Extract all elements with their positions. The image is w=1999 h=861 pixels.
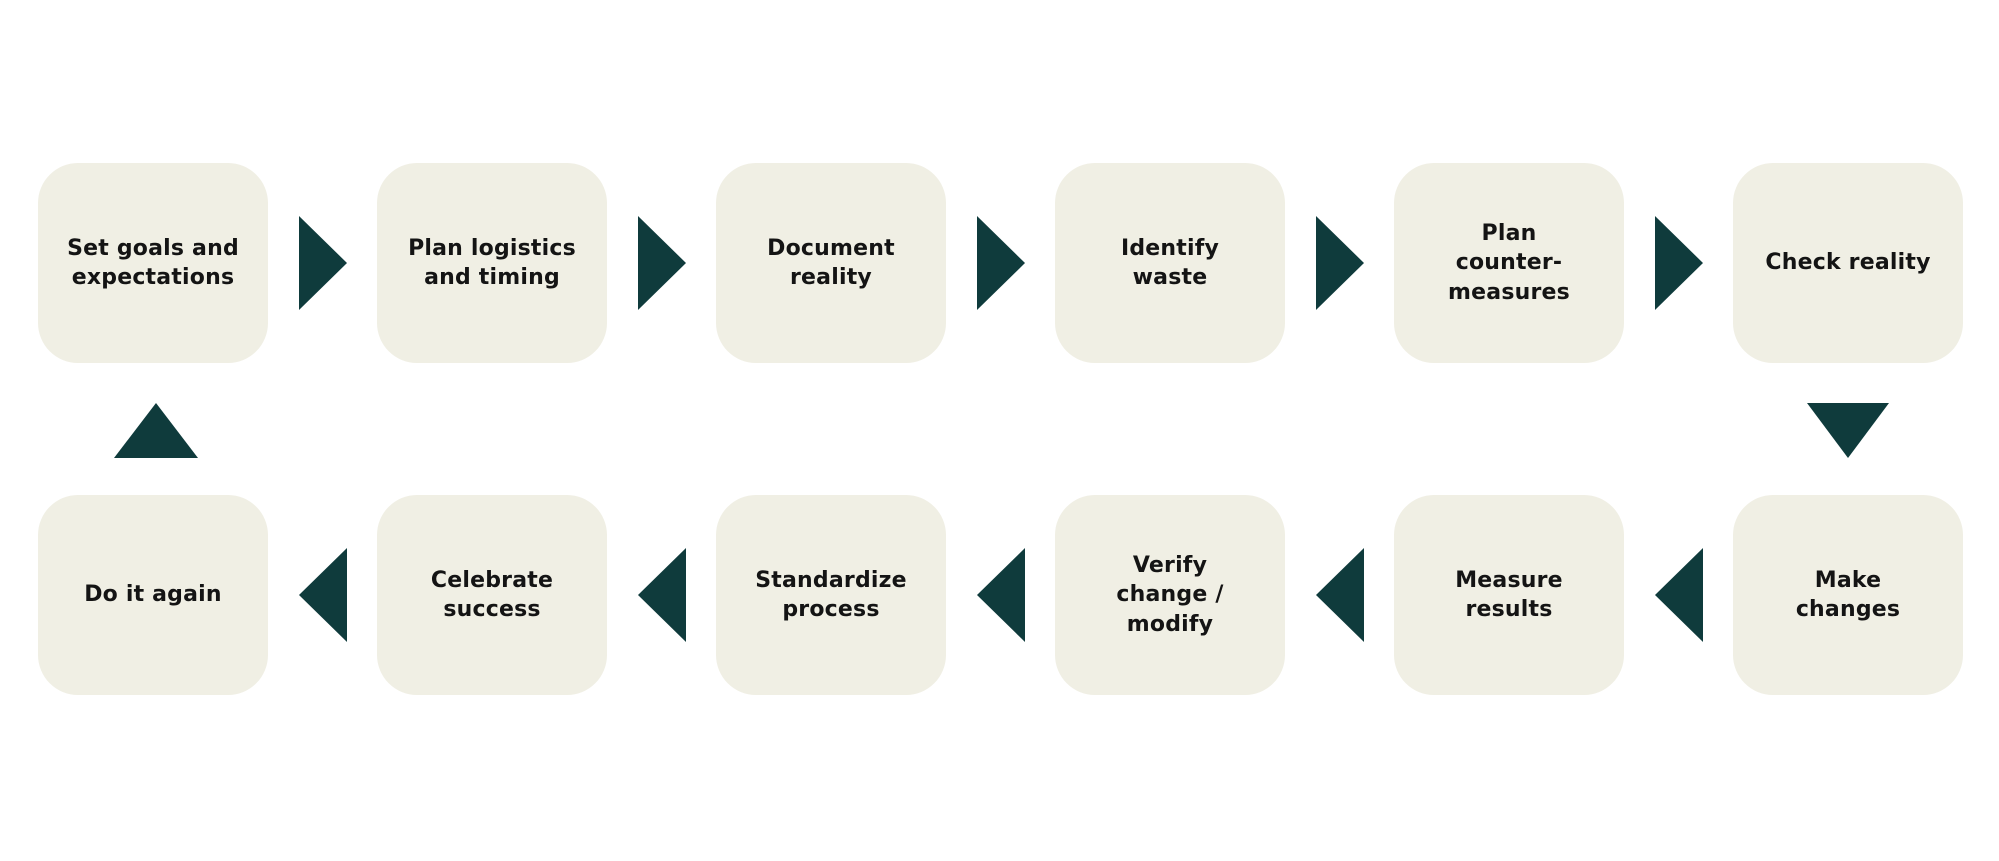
step-label: Celebrate success <box>430 567 554 622</box>
arrow-left-icon <box>1654 548 1703 642</box>
arrow-right-icon <box>1315 216 1364 310</box>
step-label: Plan counter- measures <box>1448 221 1570 305</box>
step-label: Measure results <box>1455 567 1563 622</box>
step-label: Identify waste <box>1120 235 1220 290</box>
step-verify-change-modify: Verify change / modify <box>1055 495 1285 695</box>
step-celebrate-success: Celebrate success <box>377 495 607 695</box>
arrow-right-icon <box>976 216 1025 310</box>
arrow-right-icon <box>637 216 686 310</box>
step-label: Check reality <box>1765 250 1931 276</box>
arrow-right-icon <box>298 216 347 310</box>
step-label: Plan logistics and timing <box>408 235 576 290</box>
step-label: Standardize process <box>755 567 907 622</box>
flow-top-row: Set goals and expectations Plan logistic… <box>38 163 1963 363</box>
step-label: Verify change / modify <box>1116 553 1224 637</box>
arrow-left-icon <box>298 548 347 642</box>
step-label: Make changes <box>1795 567 1901 622</box>
step-set-goals-and-expectations: Set goals and expectations <box>38 163 268 363</box>
step-label: Do it again <box>84 582 222 608</box>
arrow-left-icon <box>1315 548 1364 642</box>
arrow-left-icon <box>637 548 686 642</box>
step-check-reality: Check reality <box>1733 163 1963 363</box>
step-document-reality: Document reality <box>716 163 946 363</box>
arrow-up-icon <box>114 403 198 458</box>
flow-bottom-row: Do it again Celebrate success Standardiz… <box>38 495 1963 695</box>
step-plan-counter-measures: Plan counter- measures <box>1394 163 1624 363</box>
arrow-right-icon <box>1654 216 1703 310</box>
step-label: Set goals and expectations <box>67 235 239 290</box>
step-identify-waste: Identify waste <box>1055 163 1285 363</box>
arrow-left-icon <box>976 548 1025 642</box>
step-plan-logistics-and-timing: Plan logistics and timing <box>377 163 607 363</box>
step-standardize-process: Standardize process <box>716 495 946 695</box>
step-measure-results: Measure results <box>1394 495 1624 695</box>
step-do-it-again: Do it again <box>38 495 268 695</box>
arrow-down-icon <box>1807 403 1889 458</box>
step-make-changes: Make changes <box>1733 495 1963 695</box>
step-label: Document reality <box>767 235 895 290</box>
